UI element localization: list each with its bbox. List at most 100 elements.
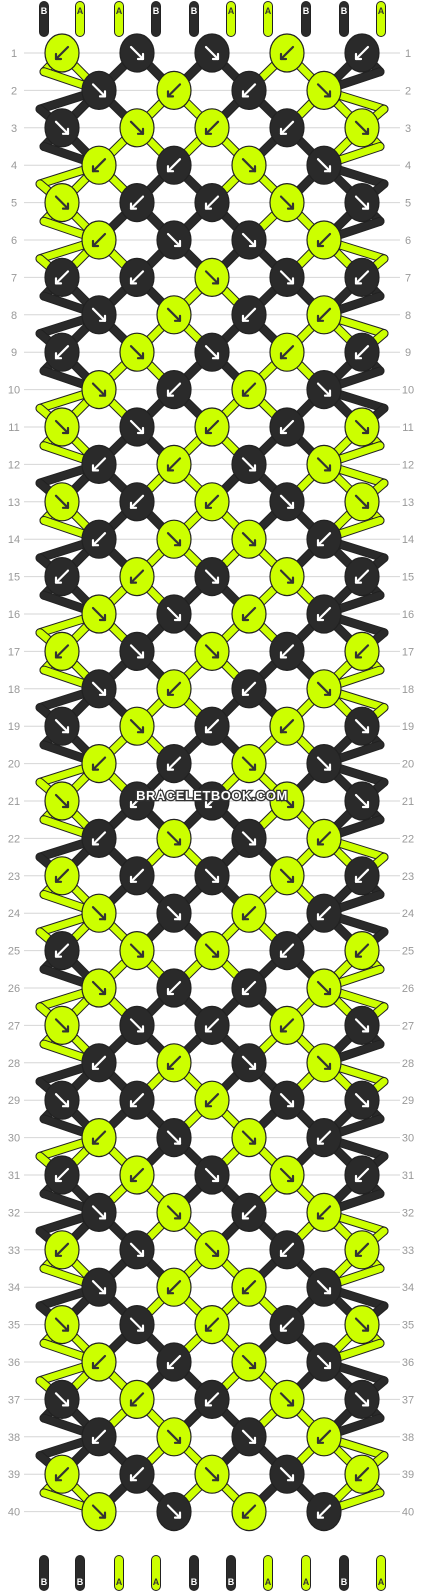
knot-arrow-icon xyxy=(129,719,145,734)
knot-arrowhead-icon xyxy=(54,651,63,659)
knot-arrow-icon xyxy=(91,681,107,696)
knot xyxy=(344,33,380,73)
row-number-right: 13 xyxy=(402,497,414,509)
knot-arrow-icon xyxy=(54,345,70,360)
knot-arrow-icon xyxy=(91,1504,107,1519)
knot-arrowhead-icon xyxy=(354,950,363,958)
knot-arrow-icon xyxy=(316,681,332,696)
knot-arrowhead-icon xyxy=(286,277,295,285)
knot-arrow-icon xyxy=(316,606,332,622)
row-number-left: 7 xyxy=(11,272,17,284)
knot-arrowhead-icon xyxy=(361,202,370,210)
knot xyxy=(269,1379,305,1420)
knot-arrowhead-icon xyxy=(316,1436,325,1444)
row-number-left: 21 xyxy=(8,796,20,808)
knot-arrow-icon xyxy=(91,906,107,921)
knot-arrow-icon xyxy=(204,1018,220,1033)
row-number-left: 10 xyxy=(8,385,20,397)
row-number-right: 4 xyxy=(405,160,411,172)
knot-arrowhead-icon xyxy=(129,875,138,883)
row-number-left: 32 xyxy=(8,1207,20,1219)
knot-arrowhead-icon xyxy=(129,1474,138,1482)
knot-arrow-icon xyxy=(166,457,182,472)
knot-arrow-icon xyxy=(241,831,257,846)
knot-arrow-icon xyxy=(279,120,295,135)
knot-arrowhead-icon xyxy=(54,1174,63,1183)
knot-arrow-icon xyxy=(241,1280,257,1295)
knot-arrow-icon xyxy=(316,158,332,173)
knot-arrow-icon xyxy=(354,419,370,435)
knot-arrowhead-icon xyxy=(173,1212,182,1220)
row-number-left: 36 xyxy=(8,1357,20,1369)
row-number-right: 22 xyxy=(402,833,414,845)
knot-arrow-icon xyxy=(129,569,145,584)
row-number-right: 33 xyxy=(402,1245,414,1257)
knot-arrowhead-icon xyxy=(361,1399,370,1407)
knot xyxy=(344,556,380,597)
knot xyxy=(306,70,342,111)
row-number-left: 29 xyxy=(8,1095,20,1107)
knot-arrowhead-icon xyxy=(323,464,332,472)
row-number-right: 40 xyxy=(402,1507,414,1519)
knot-arrow-icon xyxy=(316,1055,332,1070)
knot xyxy=(44,1454,80,1494)
knot-arrow-icon xyxy=(54,195,70,210)
knot xyxy=(156,968,192,1008)
knot-arrow-icon xyxy=(279,45,295,61)
row-number-right: 7 xyxy=(405,272,411,284)
knot-arrowhead-icon xyxy=(54,1474,63,1482)
knot-arrowhead-icon xyxy=(241,1212,250,1220)
knot xyxy=(344,1080,380,1120)
knot-arrow-icon xyxy=(279,793,295,809)
knot xyxy=(44,1080,80,1120)
knot-arrowhead-icon xyxy=(98,613,107,622)
knot xyxy=(119,482,155,522)
row-number-left: 31 xyxy=(8,1170,20,1182)
knot-arrowhead-icon xyxy=(279,426,288,435)
knot-arrowhead-icon xyxy=(248,1062,257,1070)
knot-arrow-icon xyxy=(279,419,295,435)
knot-arrowhead-icon xyxy=(361,1324,370,1332)
knot-arrow-icon xyxy=(354,120,370,135)
knot xyxy=(344,257,380,297)
strand-label-bottom: B xyxy=(77,1577,84,1587)
knot xyxy=(119,631,155,672)
knot-arrowhead-icon xyxy=(211,52,220,61)
strand-label-top: B xyxy=(303,6,310,16)
row-number-right: 34 xyxy=(402,1282,414,1294)
knot xyxy=(344,407,380,447)
knot-arrow-icon xyxy=(204,1167,220,1183)
knot xyxy=(81,370,117,410)
row-number-right: 17 xyxy=(402,646,414,658)
knot-arrowhead-icon xyxy=(61,426,70,435)
knot-arrow-icon xyxy=(54,1093,70,1108)
knot-arrow-icon xyxy=(354,1467,370,1482)
knot-arrowhead-icon xyxy=(129,202,138,210)
knot-arrow-icon xyxy=(54,270,70,285)
row-number-right: 24 xyxy=(402,908,414,920)
knot-arrow-icon xyxy=(204,1093,220,1108)
row-number-right: 12 xyxy=(402,459,414,471)
knot-arrowhead-icon xyxy=(54,277,63,285)
knot xyxy=(44,930,80,971)
knot xyxy=(81,1043,117,1083)
knot xyxy=(306,1043,342,1083)
knot-arrowhead-icon xyxy=(361,800,370,809)
knot xyxy=(306,818,342,859)
knot-arrow-icon xyxy=(166,906,182,921)
knot-arrowhead-icon xyxy=(166,1361,175,1370)
knot xyxy=(81,893,117,933)
row-number-left: 24 xyxy=(8,908,20,920)
knot xyxy=(344,108,380,148)
knot-arrow-icon xyxy=(166,980,182,996)
knot-arrowhead-icon xyxy=(61,726,70,734)
knot xyxy=(81,1342,117,1382)
knot-arrowhead-icon xyxy=(136,352,145,360)
strand-label-bottom: A xyxy=(153,1577,160,1587)
knot-arrowhead-icon xyxy=(279,1249,288,1257)
knot xyxy=(344,1379,380,1420)
knot-arrow-icon xyxy=(316,1504,332,1519)
knot-arrow-icon xyxy=(91,1429,107,1444)
row-number-left: 27 xyxy=(8,1020,20,1032)
knot xyxy=(44,1005,80,1046)
